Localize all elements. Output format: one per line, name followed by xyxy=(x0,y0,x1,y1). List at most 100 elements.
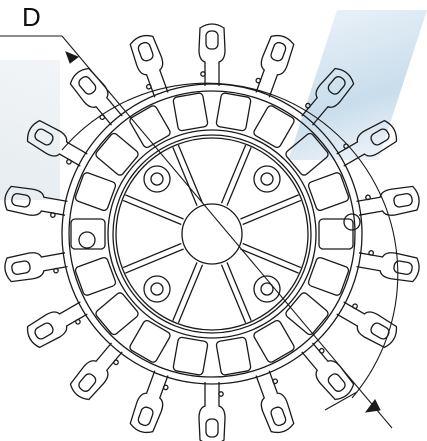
ring-window xyxy=(307,172,350,212)
spoke-edge xyxy=(226,262,252,321)
rivet-hole xyxy=(318,347,325,354)
ring-window xyxy=(253,105,295,149)
tooth-outline xyxy=(129,370,169,434)
spoke xyxy=(172,262,204,324)
spoke-edge xyxy=(240,194,299,220)
tooth xyxy=(198,23,226,86)
spoke-edge xyxy=(242,242,302,269)
boss xyxy=(253,165,281,193)
tooth-outline xyxy=(69,67,123,126)
inner-rim xyxy=(112,134,312,334)
rivet-hole xyxy=(200,71,206,77)
rivet-hole xyxy=(255,77,262,84)
mount-hole-right xyxy=(343,213,361,231)
spoke-edge xyxy=(177,144,204,204)
ring-window xyxy=(74,256,117,296)
ring-window xyxy=(70,218,106,250)
ring-window xyxy=(253,319,295,363)
tooth xyxy=(26,301,88,349)
tooth-outline xyxy=(198,382,226,441)
tooth-slot xyxy=(370,128,390,146)
ring-group xyxy=(61,83,363,385)
outer-rim-inner xyxy=(68,90,356,378)
tooth-outline xyxy=(255,370,295,434)
spoke xyxy=(122,242,184,274)
spoke-edge xyxy=(125,194,184,220)
spoke xyxy=(220,262,252,324)
tooth-outline xyxy=(301,342,355,401)
arrowhead-top xyxy=(65,51,79,64)
tooth-slot xyxy=(205,418,219,438)
window-outline xyxy=(95,132,139,176)
tooth-slot xyxy=(11,260,31,276)
boss-hole xyxy=(150,172,164,186)
tooth-outline xyxy=(336,301,398,349)
boss-hole xyxy=(260,282,274,296)
ring-window xyxy=(307,256,350,296)
tooth-outline xyxy=(356,252,420,283)
mount-hole-left xyxy=(78,231,96,249)
tooth-slot xyxy=(34,128,54,146)
tooth xyxy=(4,185,68,218)
tooth-outline xyxy=(26,119,88,167)
tooth-outline xyxy=(336,119,398,167)
teeth-group xyxy=(4,23,420,441)
tooth xyxy=(255,34,295,98)
dimension-label-d: D xyxy=(22,2,41,32)
spoke-edge xyxy=(240,248,299,274)
rivet-hole xyxy=(305,102,311,109)
spoke xyxy=(172,144,204,206)
window-outline xyxy=(307,256,350,296)
ring-window xyxy=(74,172,117,212)
rivet-hole xyxy=(162,384,169,391)
window-outline xyxy=(318,218,354,250)
window-outline xyxy=(215,336,252,376)
boss xyxy=(253,275,281,303)
tooth-slot xyxy=(78,76,97,95)
boss-hole xyxy=(150,282,164,296)
spoke-edge xyxy=(220,264,247,324)
tooth xyxy=(129,370,169,434)
rivet-hole xyxy=(113,359,119,366)
spokes-group xyxy=(122,144,302,324)
central-bore xyxy=(181,203,243,265)
spoke xyxy=(220,144,252,206)
diameter-line xyxy=(61,35,393,429)
ring-window xyxy=(129,319,171,363)
window-outline xyxy=(172,92,209,132)
tooth-outline xyxy=(69,342,123,401)
window-outline xyxy=(74,256,117,296)
boss xyxy=(143,275,171,303)
tooth-slot xyxy=(11,192,31,208)
ring-window xyxy=(172,336,209,376)
boss xyxy=(143,165,171,193)
tooth-slot xyxy=(205,30,219,50)
rivet-hole xyxy=(50,212,56,218)
rivet-hole xyxy=(352,303,358,310)
spoke-edge xyxy=(242,199,302,226)
tooth xyxy=(69,342,123,401)
tooth xyxy=(356,250,420,283)
window-outline xyxy=(215,92,252,132)
spoke-edge xyxy=(125,248,184,274)
tooth-outline xyxy=(129,34,169,98)
tooth xyxy=(255,370,295,434)
tooth-slot xyxy=(270,406,287,427)
window-outline xyxy=(74,172,117,212)
window-outline xyxy=(253,319,295,363)
inner-rim-2 xyxy=(115,137,309,331)
rivet-hole xyxy=(66,158,72,165)
rivet-hole xyxy=(75,318,81,325)
tooth-slot xyxy=(137,406,154,427)
tooth-slot xyxy=(370,322,390,340)
tooth-outline xyxy=(198,23,226,86)
ring-window xyxy=(215,336,252,376)
window-outline xyxy=(70,218,106,250)
tooth-slot xyxy=(270,41,287,62)
outer-rim xyxy=(61,83,363,385)
window-outline xyxy=(95,292,139,336)
rivet-hole xyxy=(365,194,371,201)
ring-window xyxy=(285,292,329,336)
ring-window xyxy=(215,92,252,132)
spoke-edge xyxy=(177,264,204,324)
